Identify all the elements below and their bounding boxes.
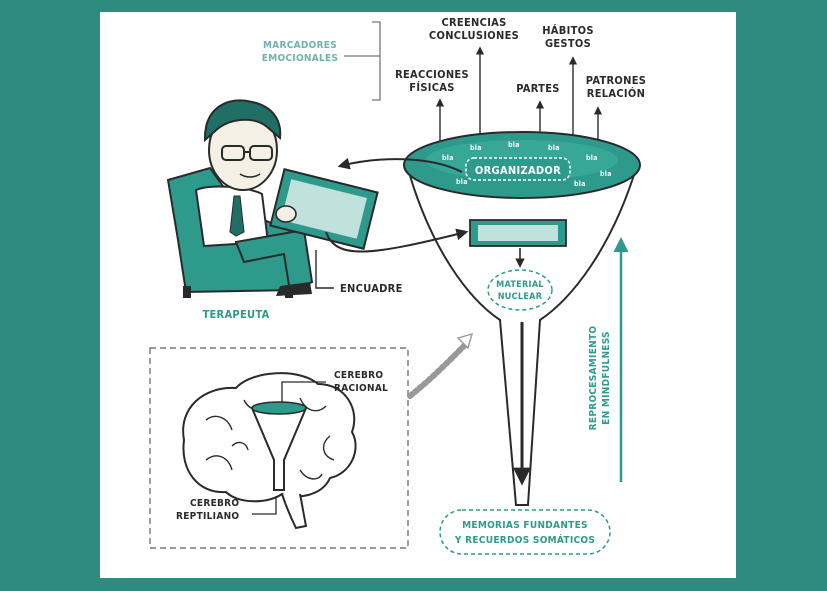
armchair-leg-left — [183, 286, 191, 298]
arrow-organizador-to-therapist — [337, 157, 463, 173]
top-labels: CREENCIAS CONCLUSIONES HÁBITOS GESTOS RE… — [395, 16, 646, 100]
marcadores-bracket — [344, 21, 381, 101]
material-label-1: MATERIAL — [496, 280, 544, 290]
patrones-label-2: RELACIÓN — [587, 87, 645, 100]
creencias-label-2: CONCLUSIONES — [429, 29, 519, 42]
cerebro-reptiliano-label-2: REPTILIANO — [176, 511, 239, 522]
funnel: bla bla bla bla bla bla bla bla ORGANIZA… — [403, 131, 641, 506]
bla-7: bla — [456, 178, 468, 186]
patrones-label-1: PATRONES — [586, 74, 646, 87]
creencias-label-1: CREENCIAS — [441, 16, 506, 29]
reacciones-label-1: REACCIONES — [395, 68, 469, 81]
bla-1: bla — [442, 154, 454, 162]
habitos-label-1: HÁBITOS — [542, 24, 594, 37]
cerebro-reptiliano-label-1: CEREBRO — [190, 498, 239, 509]
bla-2: bla — [470, 144, 482, 152]
bla-4: bla — [548, 144, 560, 152]
therapist-shoe — [276, 282, 312, 296]
reprocesamiento-group: REPROCESAMIENTO EN MINDFULNESS — [588, 237, 629, 482]
cerebro-racional-label-2: RACIONAL — [334, 383, 388, 394]
encuadre-label: ENCUADRE — [340, 282, 403, 295]
material-label-2: NUCLEAR — [498, 292, 543, 302]
arrow-tablet-to-funnel — [325, 228, 469, 253]
brain-dashed-box — [149, 347, 409, 549]
brain-stem — [281, 493, 308, 530]
material-nuclear-bubble — [487, 269, 553, 311]
brain-panel: CEREBRO RACIONAL CEREBRO REPTILIANO — [149, 332, 474, 549]
memorias-label-2: Y RECUERDOS SOMÁTICOS — [454, 533, 595, 546]
bla-5: bla — [586, 154, 598, 162]
brain-mini-funnel-rim — [251, 401, 307, 415]
memorias-label-1: MEMORIAS FUNDANTES — [462, 520, 588, 531]
encuadre-leader — [315, 250, 334, 289]
connector-arrows — [315, 157, 469, 289]
funnel-frame-inner — [478, 225, 558, 241]
brain-to-funnel-arrow — [407, 341, 469, 399]
therapist-hair — [203, 99, 282, 143]
marcadores-group: MARCADORES EMOCIONALES — [262, 21, 381, 101]
reprocesamiento-label-2: EN MINDFULNESS — [601, 331, 612, 425]
memorias-group: MEMORIAS FUNDANTES Y RECUERDOS SOMÁTICOS — [439, 509, 611, 555]
memorias-box — [439, 509, 611, 555]
cerebro-racional-leader — [281, 381, 326, 402]
organizador-label: ORGANIZADOR — [475, 164, 561, 177]
bla-6: bla — [600, 170, 612, 178]
therapist-tie — [229, 195, 245, 237]
therapist-illustration — [166, 99, 379, 298]
tablet-screen — [281, 179, 367, 239]
bla-3: bla — [508, 141, 520, 149]
bla-bubbles: bla bla bla bla bla bla bla bla — [442, 141, 612, 188]
marcadores-label-2: EMOCIONALES — [262, 53, 339, 64]
reprocesamiento-label-1: REPROCESAMIENTO — [588, 326, 599, 431]
cerebro-reptiliano-leader — [252, 496, 277, 515]
therapist-hand — [275, 205, 297, 223]
terapeuta-label: TERAPEUTA — [202, 308, 269, 321]
therapist-mouth — [239, 173, 261, 178]
marcadores-label-1: MARCADORES — [263, 40, 337, 51]
reacciones-label-2: FÍSICAS — [409, 81, 454, 94]
organizador-box — [465, 157, 571, 181]
cerebro-racional-label-1: CEREBRO — [334, 370, 383, 381]
partes-label: PARTES — [516, 82, 559, 95]
habitos-label-2: GESTOS — [545, 37, 591, 50]
brain-to-funnel-arrowhead — [456, 332, 474, 350]
bla-8: bla — [574, 180, 586, 188]
